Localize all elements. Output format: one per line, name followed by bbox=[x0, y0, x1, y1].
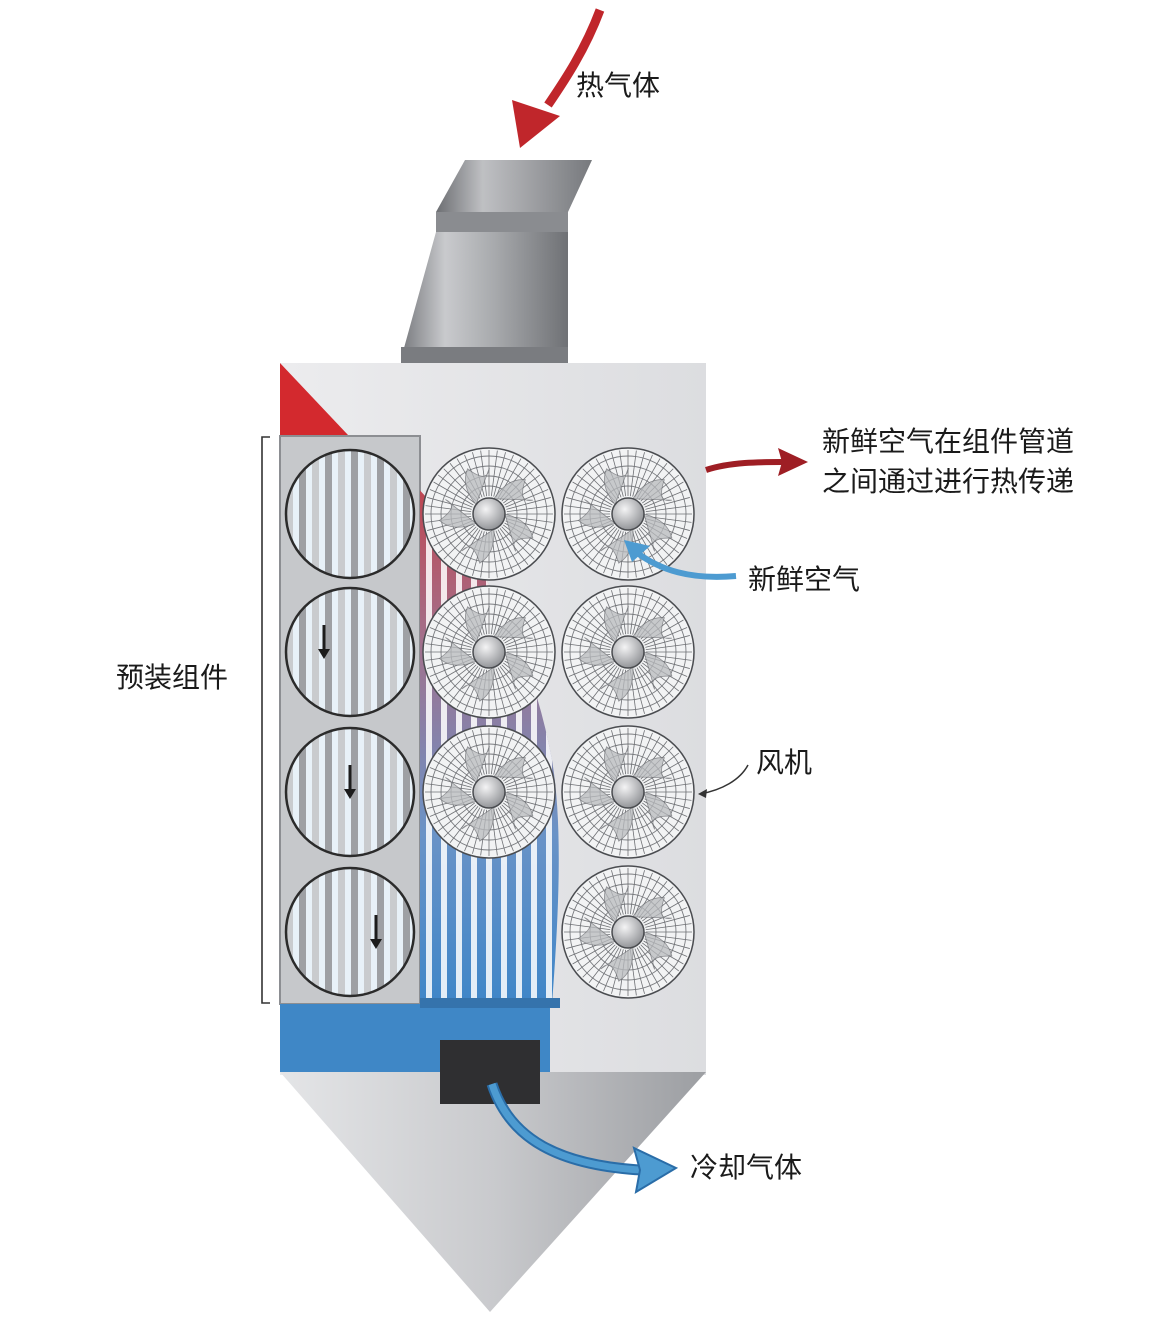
module-cell bbox=[284, 866, 416, 998]
fan-icon bbox=[561, 865, 695, 999]
modules-bracket bbox=[261, 436, 270, 1004]
fresh-air-exchange-label-line1: 新鲜空气在组件管道 bbox=[822, 425, 1075, 458]
fan-icon bbox=[561, 725, 695, 859]
fan-icon bbox=[561, 585, 695, 719]
module-cell bbox=[284, 448, 416, 580]
inlet-duct bbox=[401, 160, 592, 363]
fan-icon bbox=[422, 725, 556, 859]
fresh-air-arrow bbox=[624, 540, 737, 580]
fan-icon bbox=[422, 585, 556, 719]
fans-leader bbox=[699, 764, 749, 795]
hot-gas-label: 热气体 bbox=[576, 69, 661, 102]
hot-gas-arrow bbox=[512, 8, 605, 148]
fans-label: 风机 bbox=[756, 746, 813, 779]
fresh-air-label: 新鲜空气 bbox=[748, 563, 861, 596]
module-cell bbox=[284, 586, 416, 718]
fan-icon bbox=[422, 447, 556, 581]
hot-gas-corner bbox=[280, 363, 348, 435]
fan-icon bbox=[561, 447, 695, 581]
module-cell bbox=[284, 726, 416, 858]
cool-gas-arrow bbox=[486, 1082, 679, 1194]
heat-exchange-arrow bbox=[705, 448, 808, 476]
cool-gas-label: 冷却气体 bbox=[690, 1151, 803, 1184]
modules-label: 预装组件 bbox=[116, 661, 229, 694]
fresh-air-exchange-label-line2: 之间通过进行热传递 bbox=[822, 465, 1075, 498]
